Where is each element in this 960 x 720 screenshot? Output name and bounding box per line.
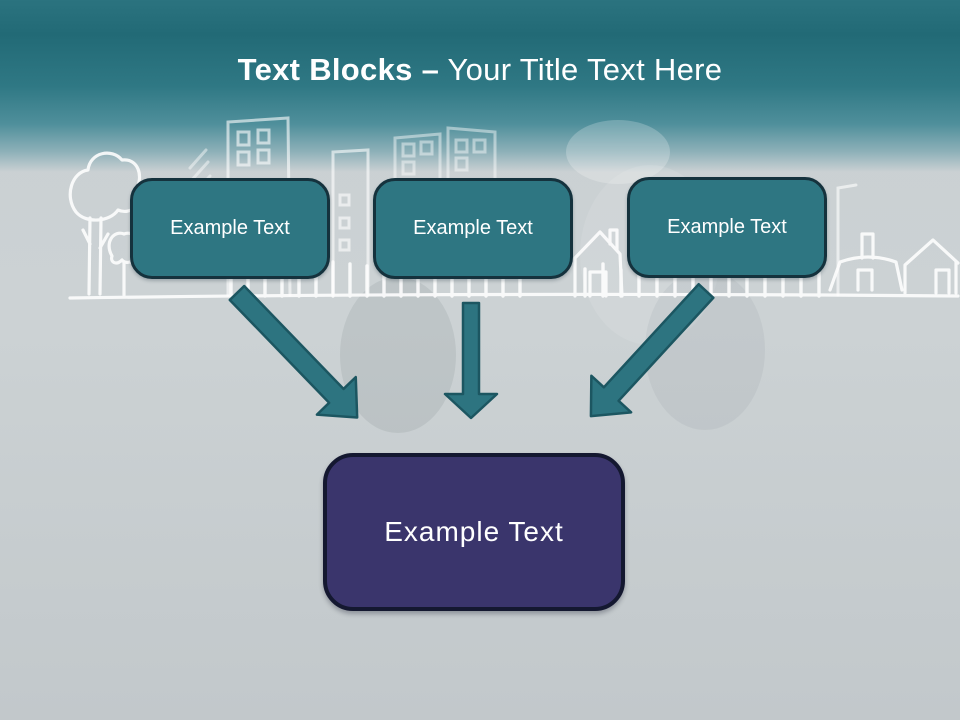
center-text-block[interactable]: Example Text (323, 453, 625, 611)
house-doodle-middle (573, 228, 624, 298)
title-separator: – (421, 52, 440, 87)
arrow-left (228, 284, 359, 419)
text-block-1-label: Example Text (170, 217, 290, 239)
fence-strokes (229, 260, 821, 298)
text-block-2[interactable]: Example Text (373, 178, 573, 279)
house-doodle-right-2 (903, 238, 960, 295)
title-emphasis: Text Blocks (237, 52, 413, 87)
slide-title: Text Blocks – Your Title Text Here (0, 52, 960, 88)
center-text-block-label: Example Text (384, 516, 564, 547)
header-band (0, 0, 960, 172)
text-block-3[interactable]: Example Text (627, 177, 827, 278)
ground-line (68, 292, 960, 300)
arrow-right (589, 282, 715, 418)
title-rest: Your Title Text Here (447, 52, 723, 87)
arrow-center (443, 301, 499, 420)
text-block-2-label: Example Text (413, 217, 533, 239)
text-block-3-label: Example Text (667, 216, 787, 238)
text-block-1[interactable]: Example Text (130, 178, 330, 279)
house-doodle-right-1 (828, 232, 904, 292)
